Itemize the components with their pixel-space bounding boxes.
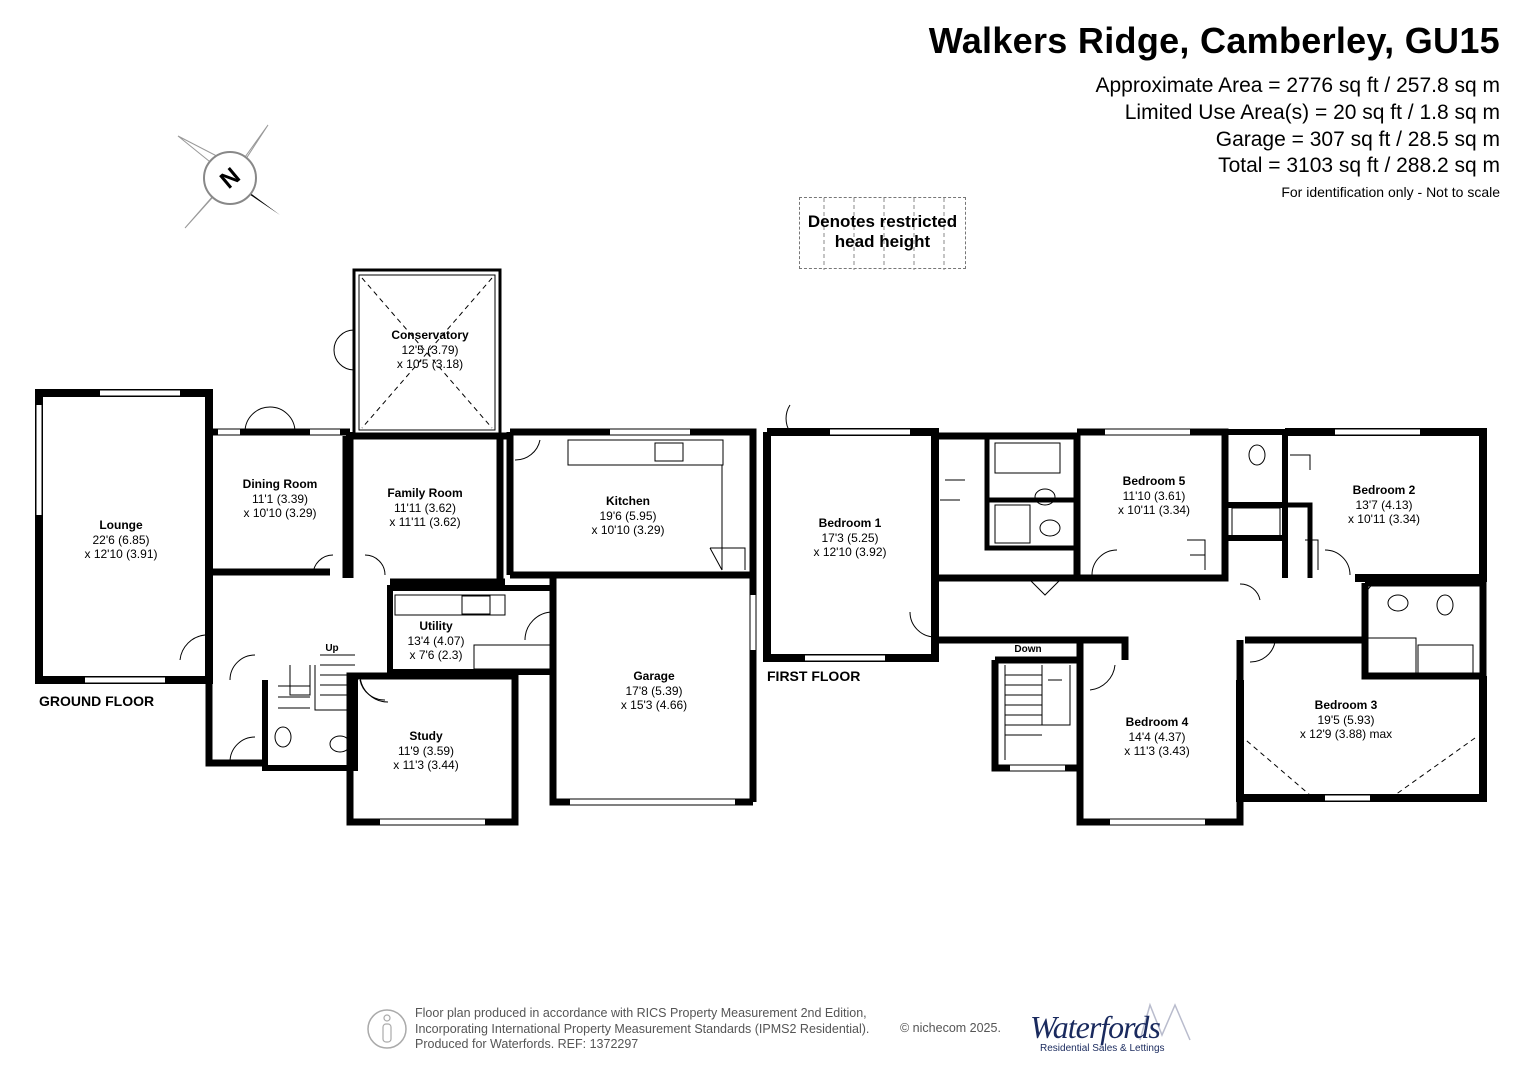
limited-use-area: Limited Use Area(s) = 20 sq ft / 1.8 sq … — [1124, 101, 1500, 124]
utility-dim-2: x 7'6 (2.3) — [410, 648, 463, 662]
brand-name: Waterfords — [1030, 1009, 1161, 1045]
bedroom4-dim-1: 14'4 (4.37) — [1129, 730, 1186, 744]
lounge-dim-2: x 12'10 (3.91) — [84, 547, 157, 561]
study-name: Study — [409, 729, 443, 743]
conservatory-dim-2: x 10'5 (3.18) — [397, 357, 463, 371]
lounge-name: Lounge — [99, 518, 143, 532]
total-area: Total = 3103 sq ft / 288.2 sq m — [1218, 154, 1500, 177]
family-name: Family Room — [387, 486, 462, 500]
utility-name: Utility — [419, 619, 453, 633]
legend-line-2: head height — [834, 232, 931, 251]
study-dim-2: x 11'3 (3.44) — [393, 758, 458, 772]
bedroom3-dim-2: x 12'9 (3.88) max — [1300, 727, 1392, 741]
room-labels: Lounge 22'6 (6.85) x 12'10 (3.91) Dining… — [84, 328, 1420, 772]
kitchen-dim-1: 19'6 (5.95) — [600, 509, 657, 523]
scale-note: For identification only - Not to scale — [1281, 184, 1500, 200]
conservatory-name: Conservatory — [391, 328, 469, 342]
bedroom5-name: Bedroom 5 — [1123, 474, 1186, 488]
bedroom2-dim-1: 13'7 (4.13) — [1356, 498, 1413, 512]
bedroom4-dim-2: x 11'3 (3.43) — [1124, 744, 1189, 758]
property-title: Walkers Ridge, Camberley, GU15 — [928, 20, 1500, 61]
ground-floor-plan — [35, 268, 757, 826]
kitchen-name: Kitchen — [606, 494, 650, 508]
compass-icon: N — [177, 124, 280, 229]
legend-line-1: Denotes restricted — [807, 212, 958, 231]
bedroom5-dim-2: x 10'11 (3.34) — [1118, 503, 1190, 517]
family-dim-1: 11'11 (3.62) — [394, 501, 456, 515]
garage-area: Garage = 307 sq ft / 28.5 sq m — [1215, 128, 1500, 151]
garage-name: Garage — [633, 669, 675, 683]
brand-subtitle: Residential Sales & Lettings — [1040, 1043, 1165, 1054]
footer-line-1: Floor plan produced in accordance with R… — [415, 1006, 867, 1020]
person-icon — [367, 1009, 407, 1049]
dining-dim-2: x 10'10 (3.29) — [243, 506, 316, 520]
footer-line-3: Produced for Waterfords. REF: 1372297 — [415, 1037, 639, 1051]
bedroom3-name: Bedroom 3 — [1315, 698, 1378, 712]
footer-disclaimer: Floor plan produced in accordance with R… — [415, 1006, 869, 1053]
conservatory-dim-1: 12'5 (3.79) — [402, 343, 459, 357]
dining-name: Dining Room — [243, 477, 318, 491]
first-floor-plan — [763, 404, 1487, 826]
legend-hatch — [823, 198, 945, 270]
bedroom2-name: Bedroom 2 — [1353, 483, 1416, 497]
stairs-down-label: Down — [1014, 644, 1041, 655]
bedroom3-dim-1: 19'5 (5.93) — [1318, 713, 1375, 727]
waterfords-logo-icon — [1139, 1002, 1191, 1041]
bedroom4-name: Bedroom 4 — [1126, 715, 1189, 729]
bedroom2-dim-2: x 10'11 (3.34) — [1348, 512, 1420, 526]
legend-text: Denotes restricted head height — [800, 212, 965, 252]
bedroom1-dim-1: 17'3 (5.25) — [822, 531, 879, 545]
family-dim-2: x 11'11 (3.62) — [389, 515, 460, 529]
bedroom5-dim-1: 11'10 (3.61) — [1123, 489, 1186, 503]
study-dim-1: 11'9 (3.59) — [398, 744, 454, 758]
footer-line-2: Incorporating International Property Mea… — [415, 1021, 870, 1036]
bedroom1-dim-2: x 12'10 (3.92) — [813, 545, 886, 559]
ground-floor-label: GROUND FLOOR — [39, 693, 154, 709]
dining-dim-1: 11'1 (3.39) — [252, 492, 308, 506]
bedroom1-name: Bedroom 1 — [819, 516, 882, 530]
copyright: © nichecom 2025. — [900, 1021, 1001, 1035]
kitchen-dim-2: x 10'10 (3.29) — [591, 523, 664, 537]
restricted-height-legend: Denotes restricted head height — [799, 197, 966, 270]
garage-dim-1: 17'8 (5.39) — [626, 684, 683, 698]
first-floor-label: FIRST FLOOR — [767, 668, 860, 684]
approximate-area: Approximate Area = 2776 sq ft / 257.8 sq… — [1095, 74, 1501, 97]
utility-dim-1: 13'4 (4.07) — [408, 634, 465, 648]
lounge-dim-1: 22'6 (6.85) — [93, 533, 150, 547]
stairs-up-label: Up — [325, 643, 338, 654]
garage-dim-2: x 15'3 (4.66) — [621, 698, 687, 712]
